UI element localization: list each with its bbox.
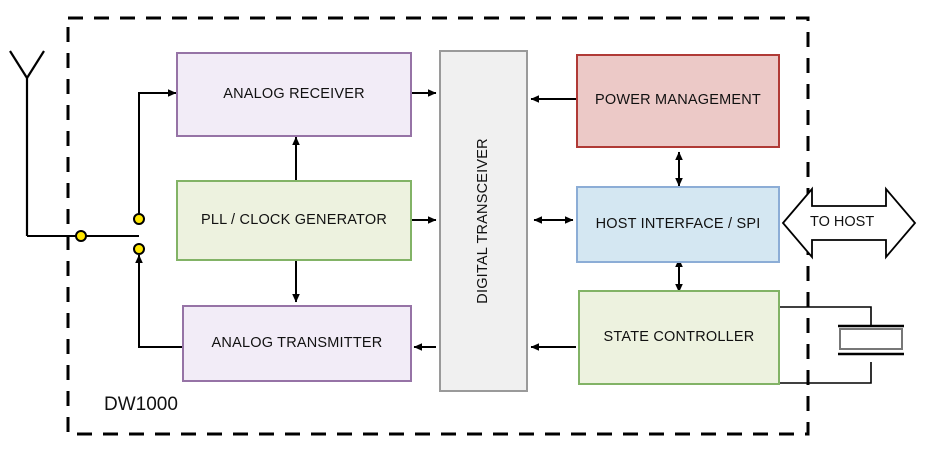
wire-transmitter-to-switch — [135, 254, 182, 348]
block-host-interface-spi[interactable]: HOST INTERFACE / SPI — [576, 186, 780, 263]
block-state-controller-label: STATE CONTROLLER — [603, 328, 755, 345]
block-host-interface-spi-label: HOST INTERFACE / SPI — [595, 215, 761, 232]
block-analog-transmitter-label: ANALOG TRANSMITTER — [211, 334, 383, 351]
block-state-controller[interactable]: STATE CONTROLLER — [578, 290, 780, 385]
block-power-management[interactable]: POWER MANAGEMENT — [576, 54, 780, 148]
block-power-management-label: POWER MANAGEMENT — [595, 92, 761, 109]
block-analog-receiver[interactable]: ANALOG RECEIVER — [176, 52, 412, 137]
chip-name-label: DW1000 — [104, 394, 178, 415]
block-digital-transceiver-label: DIGITAL TRANSCEIVER — [474, 138, 491, 304]
wire-switch-to-receiver — [138, 89, 177, 219]
to-host-label: TO HOST — [810, 214, 875, 230]
rf-switch-rx-terminal — [133, 213, 145, 225]
rf-switch-tx-terminal — [133, 243, 145, 255]
antenna-icon — [9, 50, 45, 236]
block-analog-transmitter[interactable]: ANALOG TRANSMITTER — [182, 305, 412, 382]
wire-state-to-crystal — [780, 306, 872, 384]
to-host-arrow-icon — [781, 186, 917, 260]
rf-switch-common-node — [75, 230, 87, 242]
block-digital-transceiver[interactable]: DIGITAL TRANSCEIVER — [439, 50, 528, 392]
block-pll-clock-generator[interactable]: PLL / CLOCK GENERATOR — [176, 180, 412, 261]
crystal-oscillator-icon — [838, 324, 904, 356]
block-analog-receiver-label: ANALOG RECEIVER — [223, 85, 365, 102]
block-pll-clock-generator-label: PLL / CLOCK GENERATOR — [200, 211, 388, 228]
